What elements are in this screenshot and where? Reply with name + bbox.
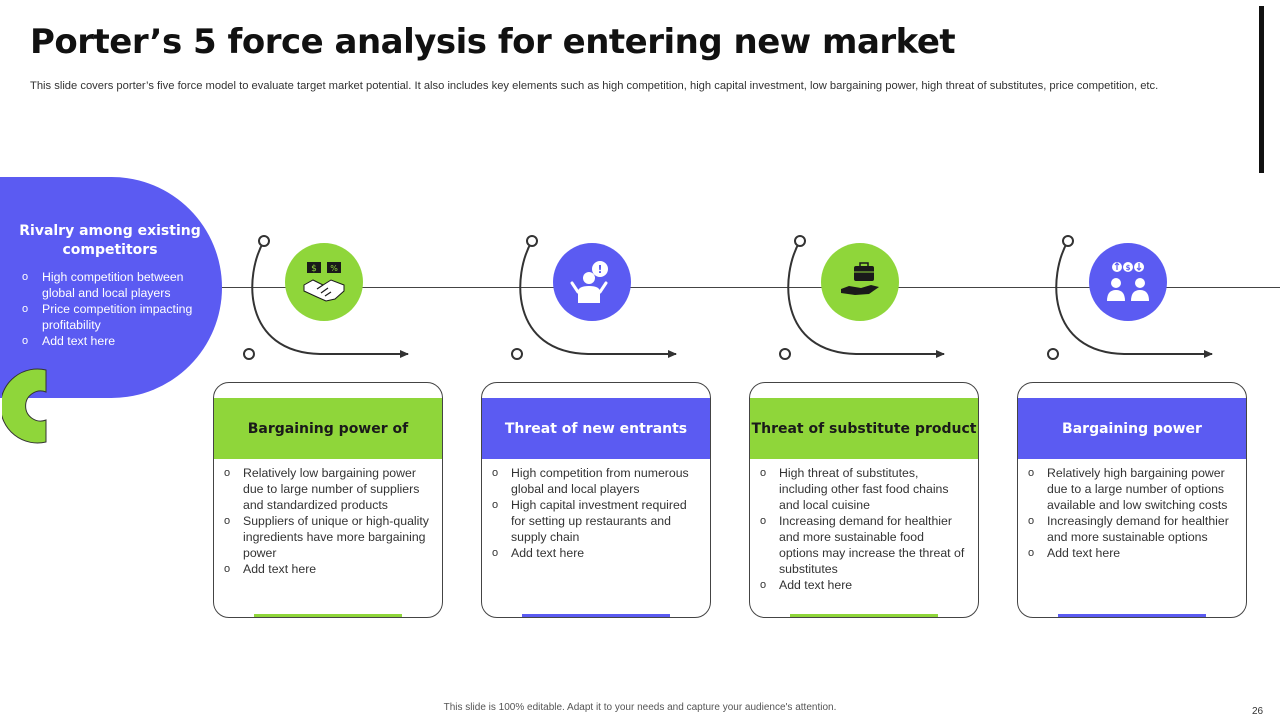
person-alert-icon: ! (553, 243, 631, 321)
list-item: Relatively high bargaining power due to … (1028, 465, 1234, 513)
list-item: Increasingly demand for healthier and mo… (1028, 513, 1234, 545)
hand-briefcase-icon (821, 243, 899, 321)
force-card-new-entrants: Threat of new entrants High competition … (481, 382, 711, 618)
footer-note: This slide is 100% editable. Adapt it to… (443, 702, 837, 713)
card-title: Threat of new entrants (482, 398, 710, 459)
card-list: High competition from numerous global an… (492, 465, 698, 561)
force-card-bargaining-suppliers: Bargaining power of Relatively low barga… (213, 382, 443, 618)
list-item: Add text here (760, 577, 966, 593)
slide-subtitle: This slide covers porter’s five force mo… (30, 80, 1159, 92)
card-underline (790, 614, 938, 617)
list-item: Add text here (1028, 545, 1234, 561)
people-money-exchange-icon: $ (1089, 243, 1167, 321)
c-shape-decoration (2, 368, 47, 444)
slide-title: Porter’s 5 force analysis for entering n… (30, 22, 956, 62)
card-title: Threat of substitute product (750, 398, 978, 459)
list-item: Price competition impacting profitabilit… (22, 301, 202, 333)
force-card-substitutes: Threat of substitute product High threat… (749, 382, 979, 618)
card-list: Relatively low bargaining power due to l… (224, 465, 430, 577)
list-item: Add text here (22, 333, 202, 349)
card-list: Relatively high bargaining power due to … (1028, 465, 1234, 561)
card-title: Bargaining power of (214, 398, 442, 459)
svg-text:$: $ (311, 264, 317, 274)
svg-text:$: $ (1126, 264, 1131, 272)
card-list: High threat of substitutes, including ot… (760, 465, 966, 593)
curve-arrow (251, 240, 1213, 358)
list-item: Increasing demand for healthier and more… (760, 513, 966, 577)
page-number: 26 (1252, 706, 1264, 717)
accent-bar (1259, 6, 1264, 173)
rivalry-title: Rivalry among existing competitors (19, 223, 201, 258)
list-item: Add text here (224, 561, 430, 577)
list-item: Suppliers of unique or high-quality ingr… (224, 513, 430, 561)
list-item: High competition from numerous global an… (492, 465, 698, 497)
svg-text:%: % (330, 264, 338, 273)
card-underline (1058, 614, 1206, 617)
rivalry-list: High competition between global and loca… (22, 269, 202, 349)
card-title: Bargaining power (1018, 398, 1246, 459)
list-item: High competition between global and loca… (22, 269, 202, 301)
list-item: Add text here (492, 545, 698, 561)
list-item: High capital investment required for set… (492, 497, 698, 545)
timeline-line (215, 287, 1280, 288)
rivalry-panel: Rivalry among existing competitors High … (0, 177, 222, 398)
list-item: High threat of substitutes, including ot… (760, 465, 966, 513)
svg-text:!: ! (597, 263, 602, 276)
card-underline (254, 614, 402, 617)
card-underline (522, 614, 670, 617)
force-card-bargaining-buyers: Bargaining power Relatively high bargain… (1017, 382, 1247, 618)
handshake-money-icon: $ % (285, 243, 363, 321)
list-item: Relatively low bargaining power due to l… (224, 465, 430, 513)
